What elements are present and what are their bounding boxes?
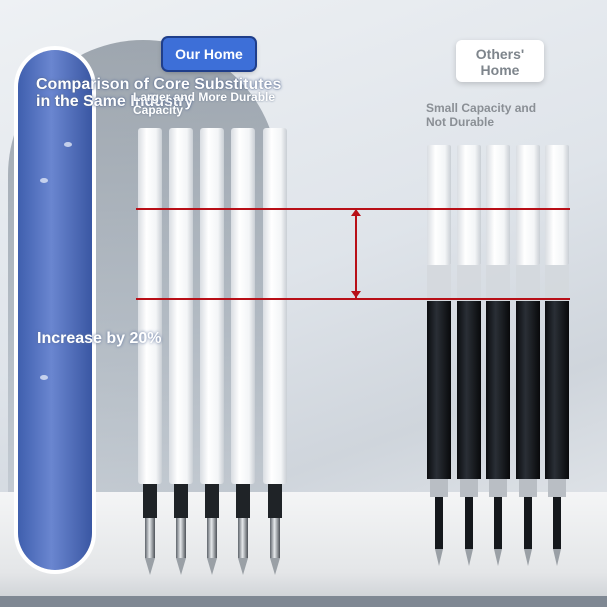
increase-label: Increase by 20%: [37, 330, 162, 347]
our-refill: [231, 128, 255, 575]
blue-title-bar: [18, 50, 92, 570]
others-home-line-1: Others': [475, 46, 525, 62]
our-refills: [138, 128, 287, 575]
title-line-2: in the Same Industry: [36, 93, 194, 110]
table-surface: [0, 492, 607, 607]
our-refill: [200, 128, 224, 575]
others-home-badge: Others' Home: [456, 40, 544, 82]
others-refill: [545, 145, 569, 566]
others-refill: [427, 145, 451, 566]
bar-highlight: [40, 178, 48, 183]
bottom-marker-line: [136, 298, 570, 300]
others-refill: [457, 145, 481, 566]
others-home-label: Others' Home: [456, 46, 544, 78]
our-caption-line-1: Larger and More Durable: [133, 90, 276, 104]
our-caption: Larger and More Durable Capacity: [133, 91, 323, 117]
our-refill: [169, 128, 193, 575]
our-caption-line-2: Capacity: [133, 103, 184, 117]
bar-highlight: [40, 375, 48, 380]
others-home-line-2: Home: [480, 62, 520, 78]
others-refill: [516, 145, 540, 566]
others-caption-line-1: Small Capacity and: [426, 101, 537, 115]
others-refills: [427, 145, 569, 566]
others-caption-line-2: Not Durable: [426, 115, 495, 129]
title-line-1: Comparison of Core Substitutes: [36, 76, 282, 93]
others-refill: [486, 145, 510, 566]
our-refill: [263, 128, 287, 575]
our-home-label: Our Home: [175, 46, 243, 62]
others-caption: Small Capacity and Not Durable: [426, 101, 606, 129]
our-home-badge: Our Home: [163, 38, 255, 70]
bar-highlight: [64, 142, 72, 147]
comparison-title: Comparison of Core Substitutes in the Sa…: [36, 76, 366, 110]
table-edge: [0, 596, 607, 607]
our-refill: [138, 128, 162, 575]
